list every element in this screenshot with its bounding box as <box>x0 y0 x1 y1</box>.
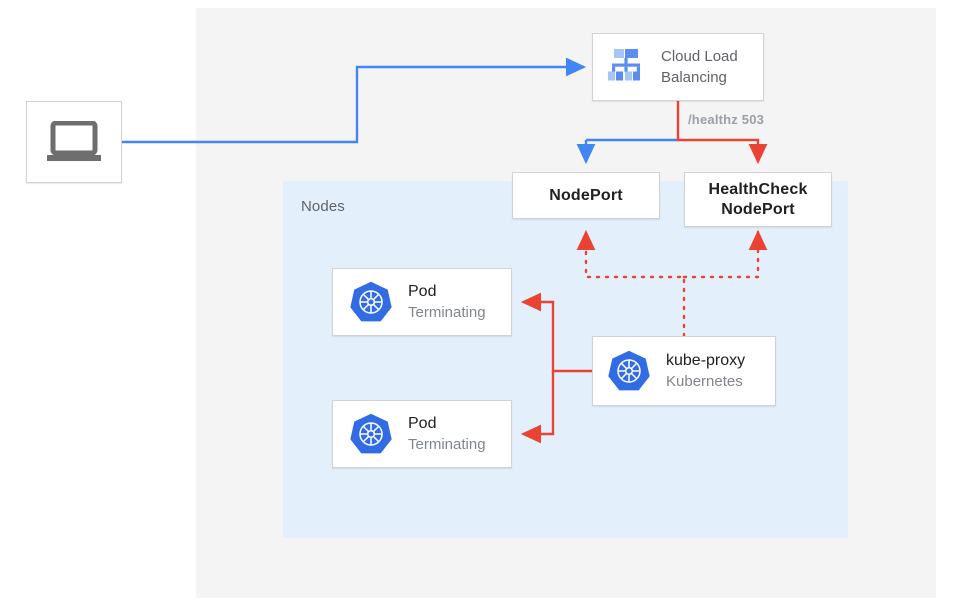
pod-node-2-title: Pod <box>408 415 437 432</box>
kube-proxy-title: kube-proxy <box>666 352 746 369</box>
pod-node-2-status: Terminating <box>408 436 486 453</box>
healthz-edge-label: /healthz 503 <box>688 112 765 127</box>
cloud-load-balancing-label-line1: Cloud Load <box>661 48 738 65</box>
client-node[interactable] <box>26 101 122 183</box>
laptop-icon <box>46 121 102 163</box>
healthcheck-nodeport-node[interactable]: HealthCheck NodePort <box>684 172 832 227</box>
pod-node-1-status: Terminating <box>408 304 486 321</box>
cloud-load-balancing-node[interactable]: Cloud Load Balancing <box>592 33 764 101</box>
pod-node-1-text: Pod Terminating <box>408 281 486 323</box>
pod-node-2-text: Pod Terminating <box>408 413 486 455</box>
kube-proxy-subtitle: Kubernetes <box>666 373 743 390</box>
pod-node-1-title: Pod <box>408 283 437 300</box>
pod-node-1[interactable]: Pod Terminating <box>332 268 512 336</box>
nodes-region-label: Nodes <box>301 198 345 215</box>
kube-proxy-text: kube-proxy Kubernetes <box>666 350 745 392</box>
kube-proxy-node[interactable]: kube-proxy Kubernetes <box>592 336 776 406</box>
pod-node-2[interactable]: Pod Terminating <box>332 400 512 468</box>
edge-kubeproxy-to-nodeports-dotted <box>576 229 768 338</box>
cloud-load-balancing-label-line2: Balancing <box>661 69 727 86</box>
edge-loadbalancer-to-nodeport <box>576 138 678 165</box>
healthcheck-nodeport-label: HealthCheck NodePort <box>708 180 807 220</box>
healthcheck-nodeport-label-line2: NodePort <box>721 200 795 218</box>
kubernetes-icon <box>349 280 393 324</box>
cloud-load-balancing-icon <box>605 47 647 88</box>
edge-kubeproxy-to-pods <box>520 292 592 444</box>
kubernetes-icon <box>349 412 393 456</box>
kubernetes-icon <box>607 349 651 393</box>
edge-client-to-loadbalancer <box>122 57 587 144</box>
cloud-load-balancing-label: Cloud Load Balancing <box>661 46 738 88</box>
nodeport-label: NodePort <box>549 186 623 204</box>
edge-loadbalancer-healthz-to-healthcheck-nodeport <box>676 101 768 165</box>
nodeport-node[interactable]: NodePort <box>512 172 660 219</box>
healthcheck-nodeport-label-line1: HealthCheck <box>708 180 808 198</box>
